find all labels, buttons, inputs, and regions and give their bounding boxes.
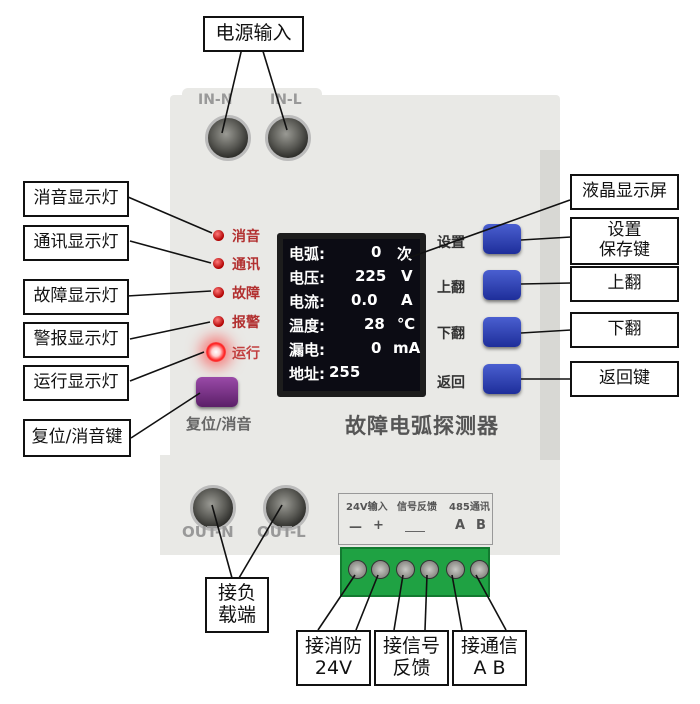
reset-mute-label: 复位/消音 [186,415,252,433]
lcd-current-unit: A [401,291,413,309]
lcd-voltage-name: 电压: [289,269,325,287]
side-rail [540,150,560,460]
page-down-button[interactable] [483,317,521,347]
callout-load-terminal: 接负 载端 [205,577,269,633]
lcd-leak-value: 0 [371,339,382,357]
return-button[interactable] [483,364,521,394]
alarm-led [213,316,224,327]
run-led [206,342,226,362]
lcd-temp-name: 温度: [289,317,325,335]
up-key-label: 上翻 [437,280,465,296]
tb-feedback-label: 信号反馈 [397,502,437,513]
callout-reset-key: 复位/消音键 [23,419,131,457]
screw-2 [371,560,390,579]
screw-1 [348,560,367,579]
terminal-print-panel [338,493,493,545]
lcd-leak-name: 漏电: [289,341,325,359]
screw-4 [420,560,439,579]
callout-power-input: 电源输入 [203,16,304,52]
return-key-label: 返回 [437,375,465,391]
lcd-address-value: 255 [329,363,361,381]
tb-a: A [455,518,466,533]
screw-6 [470,560,489,579]
callout-fault-led: 故障显示灯 [23,279,129,315]
screw-3 [396,560,415,579]
in-l-terminal [265,115,311,161]
callout-mute-led: 消音显示灯 [23,181,129,217]
product-name: 故障电弧探测器 [345,414,499,438]
tb-comm-label: 485通讯 [449,502,490,513]
green-terminal-block [340,547,490,597]
lcd-arc-name: 电弧: [289,245,325,263]
callout-signal-feedback: 接信号 反馈 [374,630,449,686]
in-n-terminal [205,115,251,161]
mute-led [213,230,224,241]
in-n-label: IN-N [198,92,233,108]
reset-mute-button[interactable] [196,377,238,407]
callout-fire-24v: 接消防 24V [296,630,371,686]
fault-led-label: 故障 [232,286,260,302]
lcd-voltage-unit: V [401,267,413,285]
tb-plus: + [373,518,384,533]
screw-5 [446,560,465,579]
lcd-current-value: 0.0 [351,291,378,309]
tb-input-label: 24V输入 [346,502,388,513]
callout-run-led: 运行显示灯 [23,365,129,401]
callout-page-up: 上翻 [570,266,679,302]
down-key-label: 下翻 [437,326,465,342]
tb-b: B [476,518,486,533]
callout-page-down: 下翻 [570,312,679,348]
lcd-temp-value: 28 [364,315,385,333]
callout-lcd-screen: 液晶显示屏 [570,174,679,210]
lcd-arc-value: 0 [371,243,382,261]
callout-comm-led: 通讯显示灯 [23,225,129,261]
callout-alarm-led: 警报显示灯 [23,322,129,358]
comm-led-label: 通讯 [232,257,260,273]
callout-comm-ab: 接通信 A B [452,630,527,686]
fault-led [213,287,224,298]
callout-set-save-key: 设置 保存键 [570,217,679,265]
page-up-button[interactable] [483,270,521,300]
tb-minus: — [349,520,362,535]
lcd-temp-unit: ℃ [397,315,416,333]
lcd-voltage-value: 225 [355,267,387,285]
lcd-current-name: 电流: [289,293,325,311]
run-led-label: 运行 [232,346,260,362]
comm-led [213,258,224,269]
lcd-leak-unit: mA [393,339,421,357]
in-l-label: IN-L [270,92,302,108]
mute-led-label: 消音 [232,229,260,245]
alarm-led-label: 报警 [232,315,260,331]
callout-return-key: 返回键 [570,361,679,397]
relay-symbol [405,521,425,532]
lcd-address-name: 地址: [289,365,325,383]
